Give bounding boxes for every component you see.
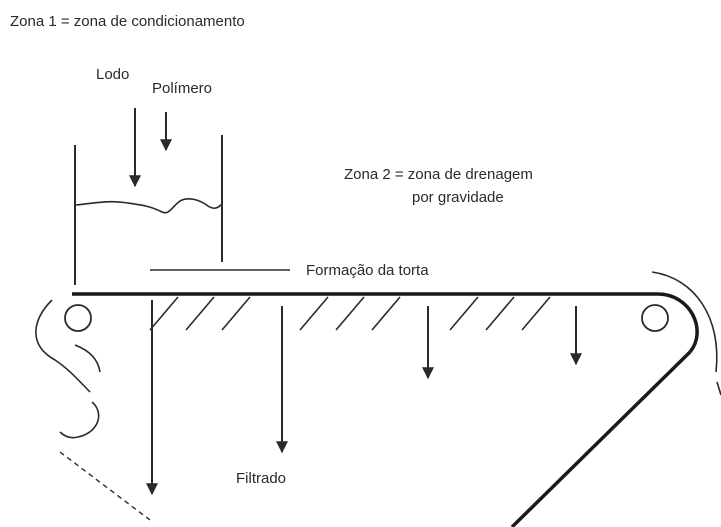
diagram-title: Zona 1 = zona de condicionamento bbox=[10, 13, 245, 30]
zona2-label-line1: Zona 2 = zona de drenagem bbox=[344, 166, 533, 183]
right-roller bbox=[641, 304, 669, 332]
polimero-label: Polímero bbox=[152, 80, 213, 97]
belt-return bbox=[510, 350, 692, 527]
right-housing-arc bbox=[651, 271, 718, 373]
drainage-hatch bbox=[149, 296, 551, 331]
cake-formation-label: Formação da torta bbox=[306, 262, 429, 279]
sludge-surface-wave bbox=[75, 198, 223, 214]
lodo-label: Lodo bbox=[96, 66, 130, 83]
filtrate-label: Filtrado bbox=[236, 470, 287, 487]
left-dashed-guide bbox=[59, 451, 151, 521]
right-edge-tick bbox=[716, 381, 721, 396]
zona2-label-line2: por gravidade bbox=[412, 189, 504, 206]
left-roller bbox=[64, 304, 92, 332]
left-scraper-upper bbox=[35, 299, 91, 393]
belt-right-wrap bbox=[657, 292, 699, 354]
left-scraper-lower bbox=[59, 401, 100, 439]
left-scraper-mid bbox=[74, 344, 101, 373]
